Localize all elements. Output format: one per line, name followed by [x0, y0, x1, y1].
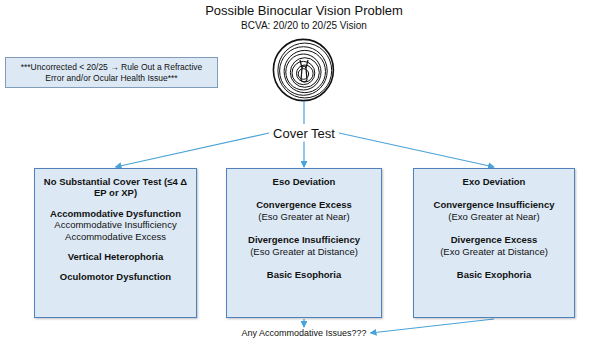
- node-text: (Eso Greater at Near): [232, 211, 376, 222]
- node-text: Exo Deviation: [419, 176, 569, 187]
- leader-line: [303, 101, 304, 124]
- connector-line: [339, 133, 494, 167]
- node-text: Basic Esophoria: [232, 269, 376, 280]
- connector-line: [371, 319, 494, 333]
- note-box: ***Uncorrected < 20/25 → Rule Out a Refr…: [5, 57, 218, 88]
- node-text: Basic Exophoria: [419, 269, 569, 280]
- category-box: No Substantial Cover Test (≤4 Δ EP or XP…: [34, 168, 197, 318]
- node-text: Accommodative Insufficiency: [40, 219, 191, 230]
- connector-line: [303, 142, 304, 168]
- step-text: Cover Test: [270, 126, 338, 141]
- node-text: Divergence Excess: [419, 234, 569, 245]
- node-text: Convergence Excess: [232, 199, 376, 210]
- category-box: Eso DeviationConvergence Excess(Eso Grea…: [226, 168, 382, 318]
- node-text: Accommodative Dysfunction: [40, 208, 191, 219]
- connector-line: [303, 319, 304, 327]
- node-text: Cover Test: [273, 126, 335, 141]
- node-text: Vertical Heterophoria: [40, 251, 191, 262]
- node-text: ***Uncorrected < 20/25 → Rule Out a Refr…: [12, 62, 211, 83]
- node-text: (Eso Greater at Distance): [232, 246, 376, 257]
- node-text: No Substantial Cover Test (≤4 Δ EP or XP…: [40, 176, 191, 199]
- node-text: Eso Deviation: [232, 176, 376, 187]
- node-text: (Exo Greater at Near): [419, 211, 569, 222]
- node-text: Convergence Insufficiency: [419, 199, 569, 210]
- node-text: Oculomotor Dysfunction: [40, 271, 191, 282]
- question-text: Any Accommodative Issues???: [238, 328, 369, 338]
- node-text: (Exo Greater at Distance): [419, 246, 569, 257]
- node-text: Accommodative Excess: [40, 231, 191, 242]
- category-box: Exo DeviationConvergence Insufficiency(E…: [413, 168, 575, 318]
- node-text: Divergence Insufficiency: [232, 234, 376, 245]
- subtitle-label: BCVA: 20/20 to 20/25 Vision: [0, 20, 608, 31]
- node-text: Any Accommodative Issues???: [241, 328, 366, 338]
- connector-line: [116, 133, 270, 167]
- diagram-title: Possible Binocular Vision Problem: [0, 3, 608, 18]
